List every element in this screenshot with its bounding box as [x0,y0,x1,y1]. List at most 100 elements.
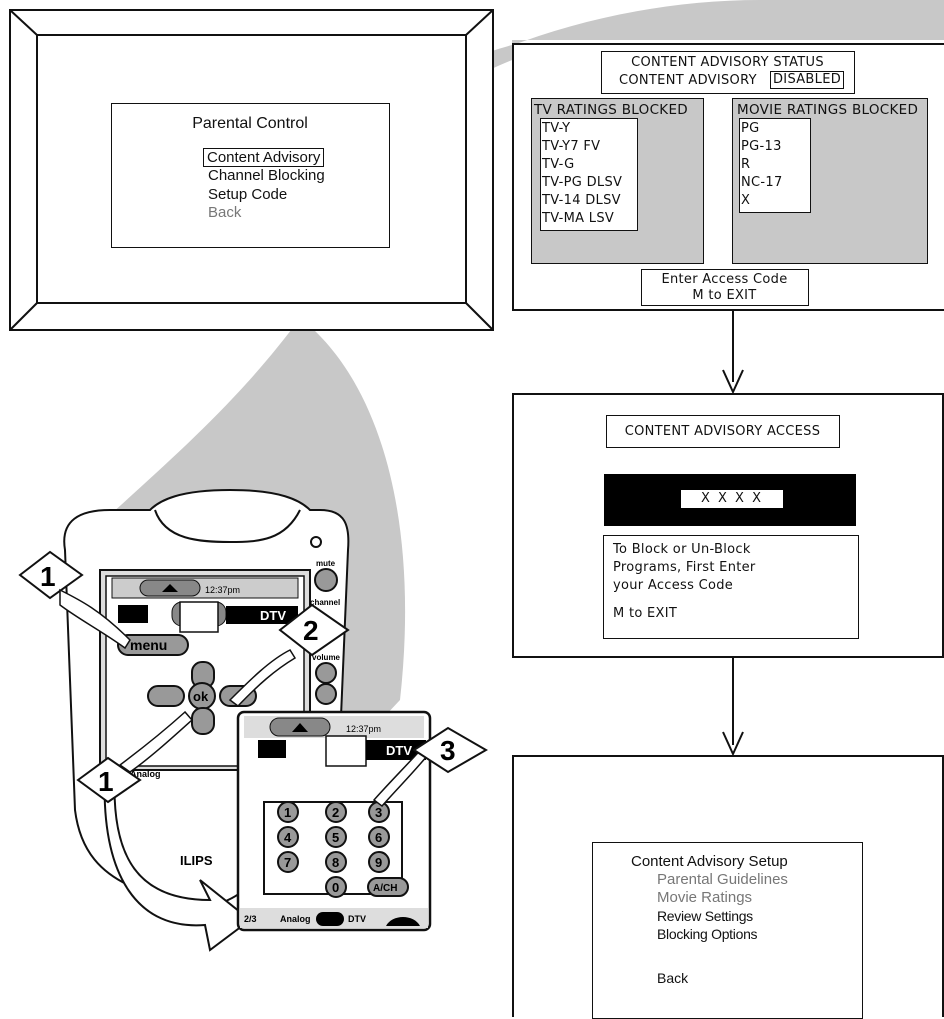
volume-up-button [315,662,337,684]
content-advisory-access-screen: CONTENT ADVISORY ACCESS X X X X To Block… [512,393,944,658]
pointing-hand-icon [118,710,194,773]
ach-button [367,877,409,897]
remote-time: 12:37pm [205,585,240,595]
setup-item-back[interactable]: Back [657,970,689,986]
analog-label: Analog [130,769,161,779]
setup-menu: Content Advisory Setup Parental Guidelin… [592,842,863,1019]
channel-label: channel [310,598,340,607]
status-label: CONTENT ADVISORY [619,73,757,88]
access-message-box: To Block or Un-Block Programs, First Ent… [603,535,859,639]
movie-rating-item[interactable]: NC-17 [741,175,783,190]
svg-text:7[interactable]: 7 [284,855,291,870]
menu-item-channel-blocking[interactable]: Channel Blocking [208,167,325,184]
pointing-hand-icon [59,588,131,650]
svg-text:3: 3 [440,735,456,766]
svg-text:0[interactable]: 0 [332,880,339,895]
status-value: DISABLED [770,71,845,89]
movie-ratings-list: PG PG-13 R NC-17 X [739,118,811,213]
movie-rating-item[interactable]: PG-13 [741,139,782,154]
setup-item-parental-guidelines[interactable]: Parental Guidelines [657,871,788,888]
ok-label[interactable]: ok [193,689,209,704]
setup-title: Content Advisory Setup [631,853,788,870]
dtv-label: DTV [260,608,286,623]
curved-arrow [103,769,252,952]
tv-ratings-list: TV-Y TV-Y7 FV TV-G TV-PG DLSV TV-14 DLSV… [540,118,638,231]
left-button [147,685,185,707]
page-indicator: 2/3 [244,914,257,924]
arrow-head-1 [722,369,744,395]
movie-ratings-panel: MOVIE RATINGS BLOCKED PG PG-13 R NC-17 X [732,98,928,264]
volume-label: volume [312,653,341,662]
movie-rating-item[interactable]: X [741,193,751,208]
mute-button [314,568,338,592]
svg-text:1: 1 [98,766,114,797]
menu-item-content-advisory[interactable]: Content Advisory [203,148,325,167]
arrow-head-2 [722,731,744,757]
setup-item-movie-ratings[interactable]: Movie Ratings [657,889,753,906]
keypad-buttons: 1 2 3 4 5 6 7 8 9 0 [277,801,390,898]
movie-rating-item[interactable]: PG [741,121,760,136]
svg-text:2: 2 [303,615,319,646]
tv-rating-item[interactable]: TV-Y [542,121,571,136]
svg-text:4[interactable]: 4 [284,830,292,845]
svg-text:5[interactable]: 5 [332,830,339,845]
tv-ratings-header: TV RATINGS BLOCKED [534,102,688,118]
svg-text:8[interactable]: 8 [332,855,339,870]
movie-rating-item[interactable]: R [741,157,751,172]
access-msg-line2: Programs, First Enter [613,560,756,575]
keypad-dtv-small: DTV [348,914,366,924]
pointing-hand-icon [372,742,432,808]
setup-item-review-settings[interactable]: Review Settings [657,908,753,924]
setup-item-blocking-options[interactable]: Blocking Options [657,926,758,942]
svg-text:3[interactable]: 3 [375,805,382,820]
status-title: CONTENT ADVISORY STATUS [631,55,824,70]
keypad-dtv-label: DTV [386,743,412,758]
access-code-prompt: Enter Access Code M to EXIT [641,269,809,306]
menu-item-setup-code[interactable]: Setup Code [208,186,288,203]
brand-label: ILIPS [180,853,213,868]
step-badge-1-top: 1 [18,550,84,600]
tv-rating-item[interactable]: TV-14 DLSV [542,193,621,208]
movie-ratings-header: MOVIE RATINGS BLOCKED [737,102,919,118]
parental-control-menu: Parental Control Content Advisory Channe… [111,103,390,248]
menu-item-back[interactable]: Back [208,204,242,221]
ach-label[interactable]: A/CH [373,883,397,894]
access-title: CONTENT ADVISORY ACCESS [624,424,821,439]
prompt-line1: Enter Access Code [661,272,788,287]
tv-rating-item[interactable]: TV-MA LSV [542,211,615,226]
status-header: CONTENT ADVISORY STATUS CONTENT ADVISORY… [601,51,855,94]
access-exit-text: M to EXIT [613,606,678,621]
menu-label[interactable]: menu [130,637,167,653]
step-badge-3: 3 [412,726,488,774]
access-msg-line3: your Access Code [613,578,734,593]
code-mask: X X X X [700,491,764,506]
keypad-time: 12:37pm [346,724,381,734]
content-advisory-status-screen: CONTENT ADVISORY STATUS CONTENT ADVISORY… [512,43,944,311]
tv-rating-item[interactable]: TV-PG DLSV [542,175,623,190]
menu-title: Parental Control [192,115,308,132]
svg-text:1: 1 [40,561,56,592]
tv-ratings-panel: TV RATINGS BLOCKED TV-Y TV-Y7 FV TV-G TV… [531,98,704,264]
menu-button [117,634,189,656]
access-title-box: CONTENT ADVISORY ACCESS [606,415,840,448]
svg-text:9[interactable]: 9 [375,855,382,870]
down-button [191,707,215,735]
projection-wedge-top [340,0,944,160]
volume-down-button [315,683,337,705]
code-entry-field[interactable]: X X X X [681,490,783,508]
access-msg-line1: To Block or Un-Block [613,542,751,557]
code-entry-bar: X X X X [604,474,856,526]
keypad-remote: 12:37pm DTV 1 2 3 4 5 6 7 8 9 0 A/CH 2/3… [236,710,432,932]
step-badge-1-bottom: 1 [76,756,142,804]
step-badge-2: 2 [278,603,350,657]
prompt-line2: M to EXIT [692,288,757,303]
tv-rating-item[interactable]: TV-G [542,157,575,172]
svg-text:2[interactable]: 2 [332,805,339,820]
svg-text:1[interactable]: 1 [284,805,291,820]
tv-rating-item[interactable]: TV-Y7 FV [542,139,601,154]
mute-label: mute [316,559,336,568]
pointing-hand-icon [228,649,297,707]
content-advisory-setup-screen: Content Advisory Setup Parental Guidelin… [512,755,944,1019]
keypad-analog-label: Analog [280,914,311,924]
svg-text:6[interactable]: 6 [375,830,382,845]
